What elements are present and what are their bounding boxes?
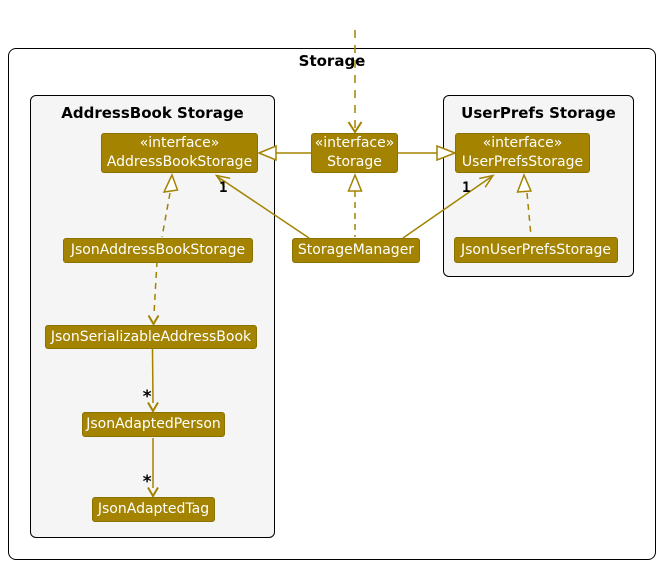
multiplicity-label-star-person: * [142, 387, 153, 407]
multiplicity-label-star-tag: * [142, 472, 153, 492]
class-name-label: JsonAddressBookStorage [70, 242, 246, 258]
serializable-to-jsonadaptedperson-arrow [147, 348, 159, 413]
package-addressbook-storage-title: AddressBook Storage [61, 104, 244, 122]
class-name-label: JsonSerializableAddressBook [50, 328, 252, 345]
class-box-storagemanager: StorageManager [292, 238, 420, 263]
external-dependency-arrow [347, 30, 363, 134]
class-name-label: UserPrefsStorage [461, 154, 584, 170]
stereotype-label: «interface» [314, 135, 395, 151]
class-box-userprefsstorage-interface: «interface» UserPrefsStorage [455, 133, 590, 173]
stereotype-label: «interface» [482, 135, 563, 151]
class-name-label: JsonAdaptedPerson [86, 416, 221, 432]
stereotype-label: «interface» [139, 135, 220, 151]
class-name-label: JsonAdaptedTag [97, 501, 210, 517]
jsonaddressbookstorage-implements-arrow [161, 173, 179, 238]
class-box-jsonadaptedtag: JsonAdaptedTag [92, 497, 215, 522]
jsonadaptedperson-to-jsonadaptedtag-arrow [147, 438, 159, 498]
multiplicity-label-1-right: 1 [462, 180, 471, 196]
frame-title: Storage [298, 52, 366, 70]
class-name-label: AddressBookStorage [106, 154, 253, 170]
class-box-addressbookstorage-interface: «interface» AddressBookStorage [101, 133, 258, 173]
class-box-jsonaddressbookstorage: JsonAddressBookStorage [63, 238, 253, 263]
storage-extends-userprefsstorage-arrow [398, 144, 458, 162]
jsonuserprefsstorage-implements-arrow [516, 173, 533, 237]
class-name-label: StorageManager [297, 242, 415, 258]
class-box-jsonserializableaddressbook: JsonSerializableAddressBook [45, 325, 257, 349]
storagemanager-implements-storage-arrow [347, 173, 363, 237]
class-box-jsonuserprefsstorage: JsonUserPrefsStorage [454, 237, 618, 263]
package-userprefs-storage-title: UserPrefs Storage [461, 104, 616, 122]
class-name-label: JsonUserPrefsStorage [460, 241, 612, 258]
multiplicity-label-1-left: 1 [219, 180, 228, 196]
storagemanager-to-addressbookstorage-arrow [214, 174, 310, 239]
class-box-storage-interface: «interface» Storage [311, 133, 398, 173]
storagemanager-to-userprefsstorage-arrow [402, 174, 495, 239]
class-box-jsonadaptedperson: JsonAdaptedPerson [82, 412, 225, 437]
storage-extends-addressbookstorage-arrow [257, 144, 311, 162]
class-name-label: Storage [327, 154, 382, 170]
jsonaddressbookstorage-to-serializable-arrow [147, 260, 160, 326]
